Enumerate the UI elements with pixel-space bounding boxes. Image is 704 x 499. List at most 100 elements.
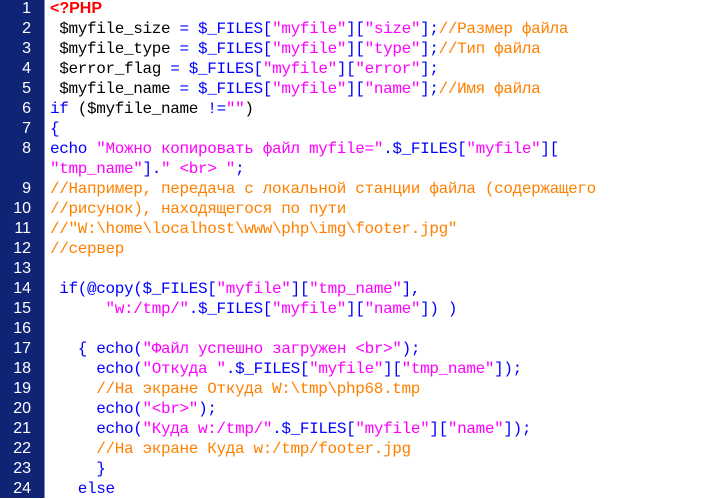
- line-number: 19: [13, 380, 31, 397]
- code-text: else: [50, 479, 115, 499]
- code-line[interactable]: 15 "w:/tmp/".$_FILES["myfile"]["name"]) …: [0, 299, 704, 319]
- line-number: 15: [13, 300, 31, 317]
- code-line[interactable]: "tmp_name"]." <br> ";: [0, 159, 704, 179]
- code-token: ;: [235, 160, 245, 178]
- code-line[interactable]: 13: [0, 259, 704, 279]
- code-text: //Например, передача с локальной станции…: [50, 179, 596, 199]
- code-text: //сервер: [50, 239, 124, 259]
- code-token: //На экране Куда w:/tmp/footer.jpg: [50, 440, 411, 458]
- code-token: ][: [336, 60, 356, 78]
- code-text: echo "Можно копировать файл myfile=".$_F…: [50, 139, 559, 159]
- code-token: = $_FILES[: [179, 80, 273, 98]
- code-text: { echo("Файл успешно загружен <br>");: [50, 339, 421, 359]
- code-line[interactable]: 16: [0, 319, 704, 339]
- code-line[interactable]: 3 $myfile_type = $_FILES["myfile"]["type…: [0, 39, 704, 59]
- code-token: (: [133, 360, 143, 378]
- code-token: //Имя файла: [438, 80, 541, 98]
- code-token: ][: [290, 280, 310, 298]
- code-token: ][: [346, 80, 365, 98]
- code-line[interactable]: 18 echo("Откуда ".$_FILES["myfile"]["tmp…: [0, 359, 704, 379]
- code-token: "Куда w:/tmp/": [142, 420, 273, 438]
- line-number-gutter: [0, 0, 44, 498]
- code-line[interactable]: 23 }: [0, 459, 704, 479]
- code-text: if ($myfile_name !=""): [50, 99, 254, 119]
- line-number: 18: [13, 360, 31, 377]
- code-token: ): [244, 100, 254, 118]
- code-token: <?PHP: [50, 0, 103, 17]
- code-line[interactable]: 19 //На экране Откуда W:\tmp\php68.tmp: [0, 379, 704, 399]
- code-token: ]) ): [420, 300, 458, 318]
- code-line[interactable]: 7{: [0, 119, 704, 139]
- line-number: 8: [22, 140, 31, 157]
- line-number: 16: [13, 320, 31, 337]
- code-line[interactable]: 17 { echo("Файл успешно загружен <br>");: [0, 339, 704, 359]
- code-token: echo: [96, 400, 134, 418]
- code-token: "tmp_name": [50, 160, 143, 178]
- code-token: "myfile": [272, 20, 347, 38]
- code-line[interactable]: 11 //"W:\home\localhost\www\php\img\foote…: [0, 219, 704, 239]
- code-text: "w:/tmp/".$_FILES["myfile"]["name"]) ): [50, 299, 458, 319]
- code-token: if: [50, 280, 78, 298]
- code-line[interactable]: 14 if(@copy($_FILES["myfile"]["tmp_name"…: [0, 279, 704, 299]
- code-token: );: [401, 340, 421, 358]
- code-line[interactable]: 1<?PHP: [0, 0, 704, 19]
- line-number: 11: [14, 220, 31, 237]
- line-number: 13: [13, 260, 31, 277]
- code-token: "Можно копировать файл myfile=": [96, 140, 384, 158]
- code-token: $error_flag: [50, 60, 171, 78]
- line-number: 20: [13, 400, 31, 417]
- code-token: "tmp_name": [401, 360, 495, 378]
- code-token: (: [133, 400, 143, 418]
- code-text: echo("Куда w:/tmp/".$_FILES["myfile"]["n…: [50, 419, 531, 439]
- code-token: $myfile_name: [87, 100, 208, 118]
- code-token: if: [50, 100, 78, 118]
- code-line[interactable]: 8 echo "Можно копировать файл myfile=".$_…: [0, 139, 704, 159]
- code-token: //"W:\home\localhost\www\php\img\footer.…: [50, 220, 458, 238]
- code-line[interactable]: 12//сервер: [0, 239, 704, 259]
- line-number: 10: [13, 200, 31, 217]
- code-token: ]);: [503, 420, 532, 438]
- code-line[interactable]: 2 $myfile_size = $_FILES["myfile"]["size…: [0, 19, 704, 39]
- code-text: {: [50, 119, 60, 139]
- code-text: $myfile_size = $_FILES["myfile"]["size"]…: [50, 19, 568, 39]
- code-line[interactable]: 21 echo("Куда w:/tmp/".$_FILES["myfile"]…: [0, 419, 704, 439]
- code-token: ][: [346, 20, 365, 38]
- code-token: ];: [420, 20, 439, 38]
- code-token: "name": [364, 80, 421, 98]
- code-token: !=: [207, 100, 226, 118]
- code-text: echo("Откуда ".$_FILES["myfile"]["tmp_na…: [50, 359, 522, 379]
- code-text: <?PHP: [50, 0, 102, 19]
- code-token: [50, 360, 96, 378]
- code-text: //На экране Откуда W:\tmp\php68.tmp: [50, 379, 420, 399]
- code-token: "myfile": [262, 60, 337, 78]
- code-token: //Размер файла: [438, 20, 569, 38]
- code-line[interactable]: 10 //рисунок), находящегося по пути: [0, 199, 704, 219]
- code-line[interactable]: 5 $myfile_name = $_FILES["myfile"]["name…: [0, 79, 704, 99]
- code-text: //На экране Куда w:/tmp/footer.jpg: [50, 439, 411, 459]
- code-token: "size": [364, 20, 421, 38]
- code-token: "myfile": [355, 420, 430, 438]
- code-line[interactable]: 4 $error_flag = $_FILES["myfile"]["error…: [0, 59, 704, 79]
- code-token: "myfile": [309, 360, 384, 378]
- code-text: //рисунок), находящегося по пути: [50, 199, 346, 219]
- code-line[interactable]: 22 //На экране Куда w:/tmp/footer.jpg: [0, 439, 704, 459]
- code-token: .$_FILES[: [225, 360, 310, 378]
- code-text: //"W:\home\localhost\www\php\img\footer.…: [50, 219, 457, 239]
- code-token: $myfile_size: [50, 20, 180, 38]
- code-token: echo: [50, 140, 97, 158]
- code-line[interactable]: 24 else: [0, 479, 704, 499]
- code-token: $myfile_type: [50, 40, 180, 58]
- code-text: if(@copy($_FILES["myfile"]["tmp_name"],: [50, 279, 420, 299]
- code-token: echo: [96, 420, 134, 438]
- code-token: {: [50, 340, 97, 358]
- code-token: $myfile_name: [50, 80, 180, 98]
- code-line[interactable]: 20 echo("<br>");: [0, 399, 704, 419]
- line-number: 7: [22, 120, 31, 137]
- code-token: {: [50, 120, 60, 138]
- code-text: "tmp_name"]." <br> ";: [50, 159, 245, 179]
- code-token: else: [50, 480, 115, 498]
- code-line[interactable]: 9//Например, передача с локальной станци…: [0, 179, 704, 199]
- code-token: .$_FILES[: [383, 140, 467, 158]
